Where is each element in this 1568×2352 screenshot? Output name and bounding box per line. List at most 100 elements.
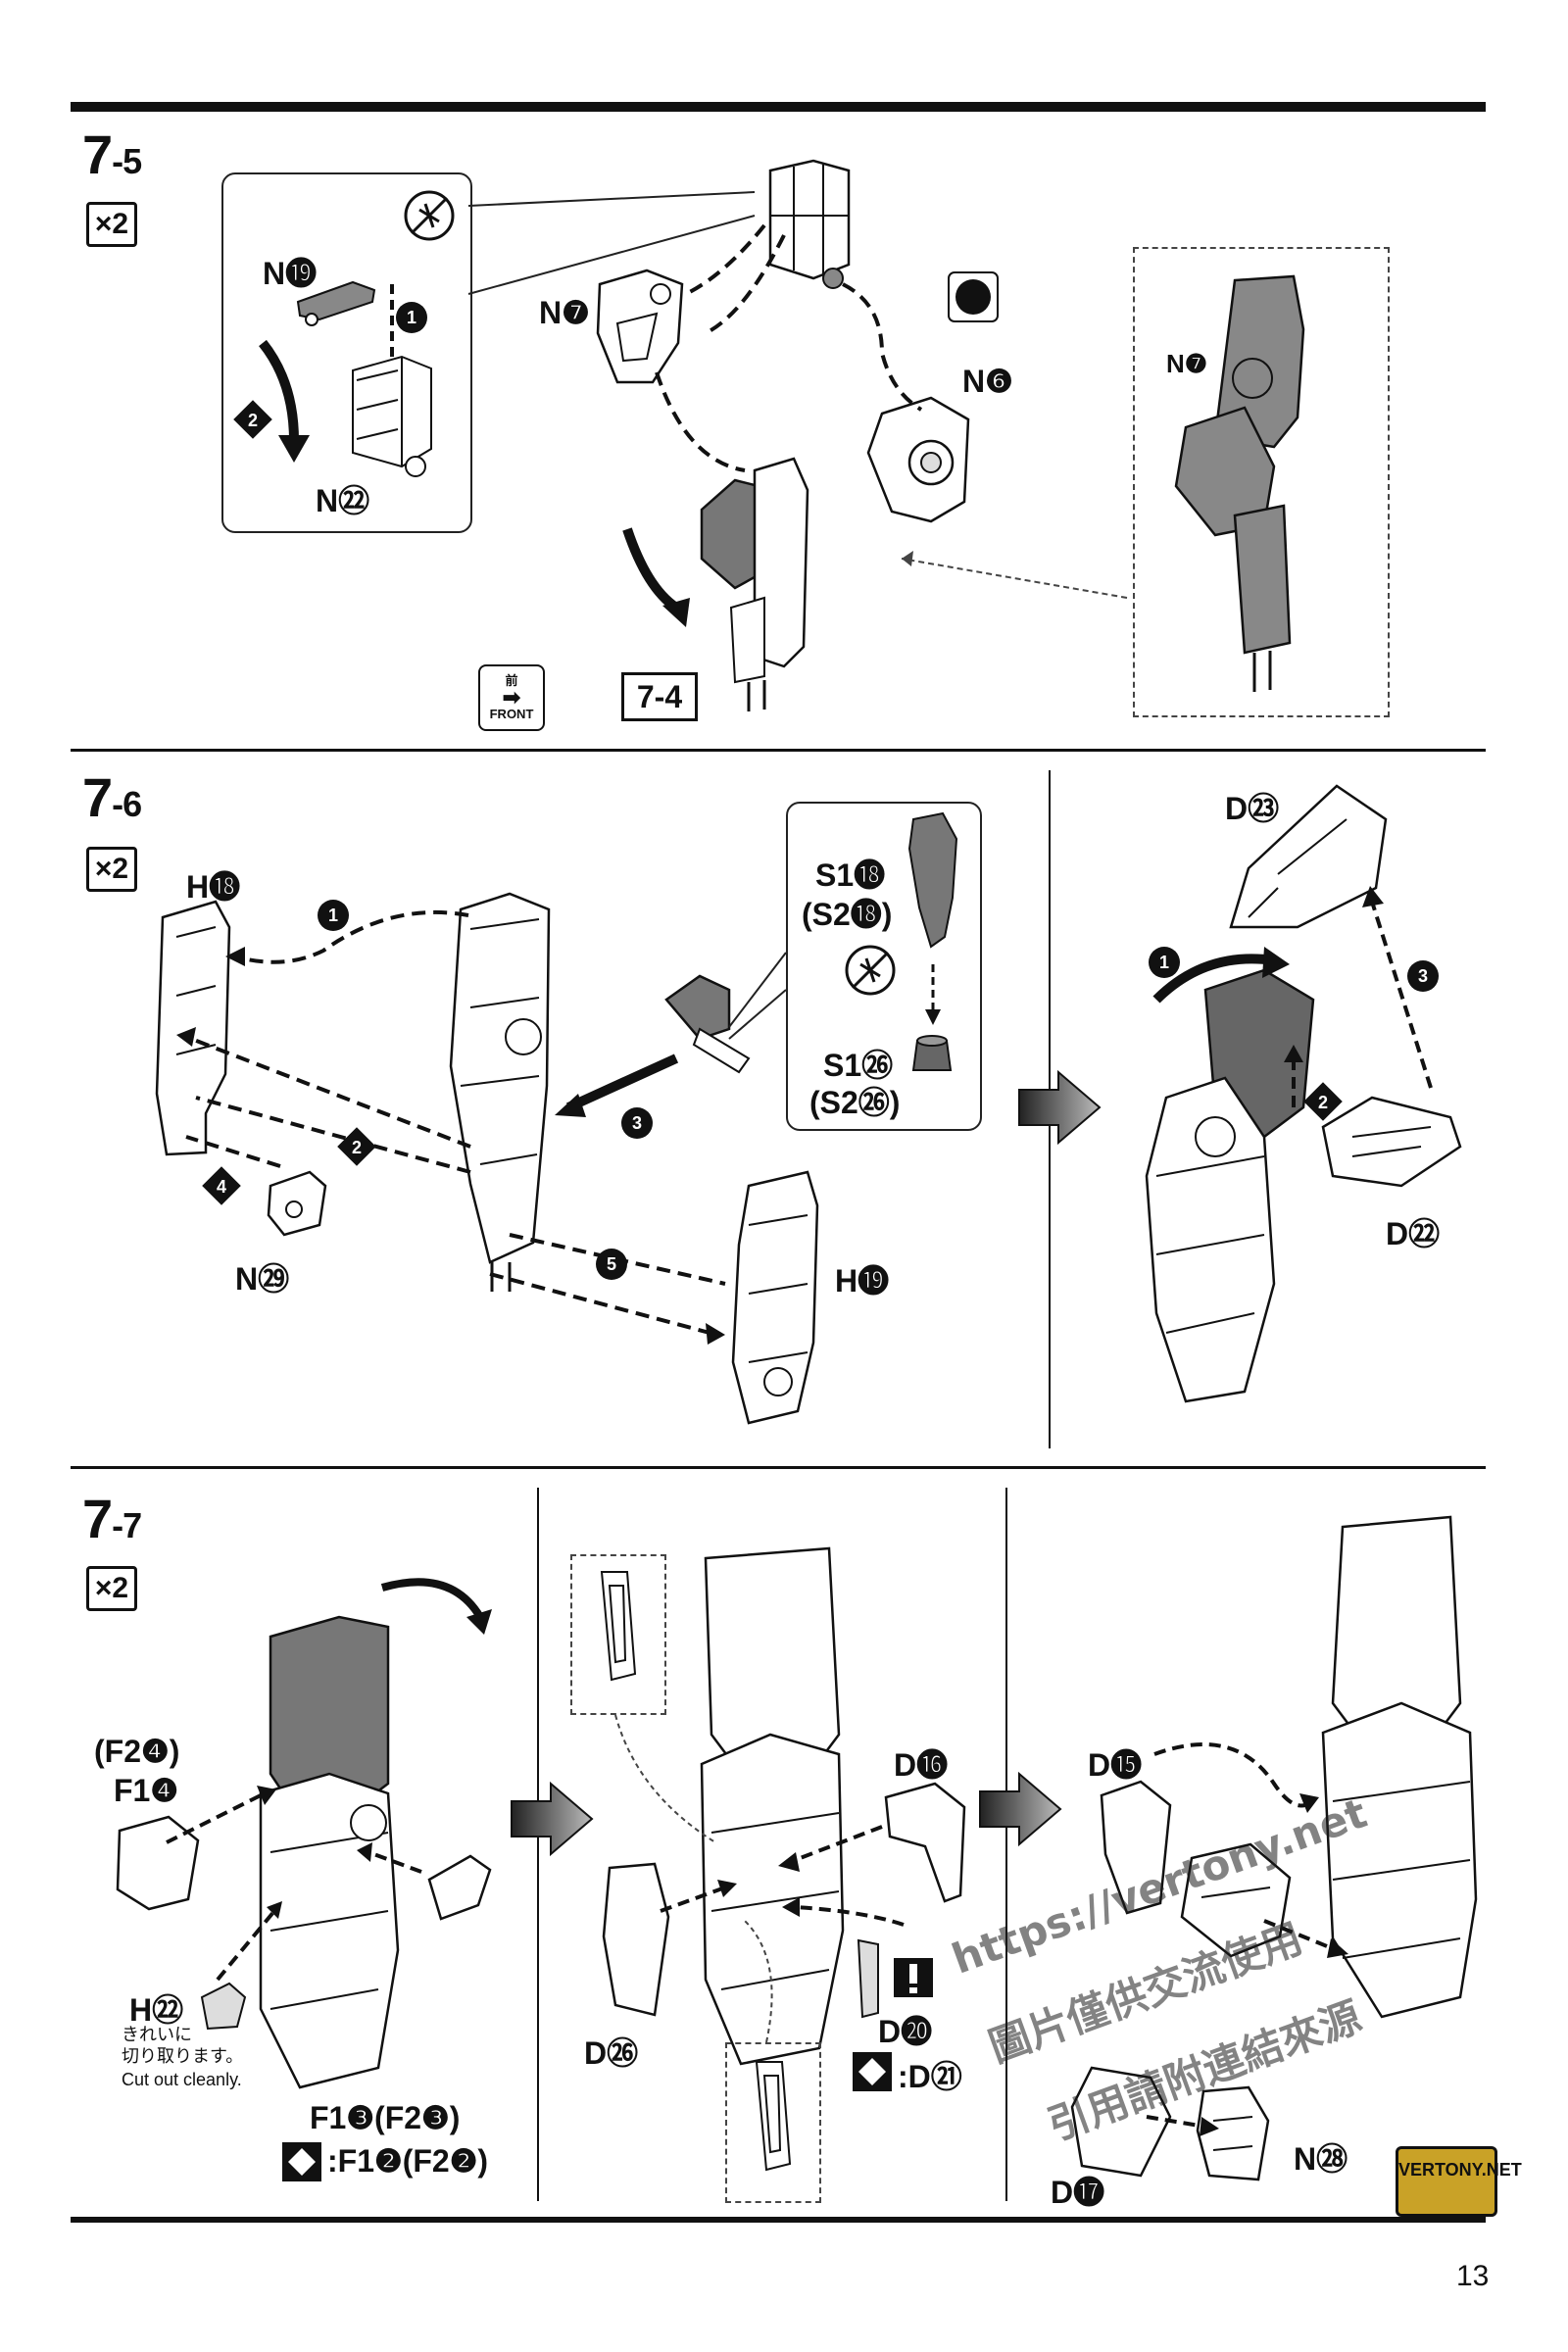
label-h22: H㉒ [129, 1992, 184, 2028]
label-s2-26: (S2㉖) [809, 1085, 901, 1120]
step7-left-arrows [166, 1578, 492, 1982]
step6-number-badges: 1 2 3 4 5 [202, 900, 653, 1280]
label-d22: D㉒ [1386, 1216, 1441, 1251]
label-n6: N❻ [962, 364, 1013, 399]
step6-right-arrows: 1 2 3 [1149, 886, 1439, 1121]
multiplier-badge: ×2 [86, 847, 137, 892]
label-d15: D⓯ [1088, 1747, 1143, 1783]
label-s1-18: S1⓲ [815, 858, 886, 893]
step-number: 7 [82, 766, 113, 828]
cut-note-jp-1: きれいに [122, 2025, 192, 2044]
label-h19: H⓳ [835, 1263, 890, 1298]
arrow-step-2: 2 [233, 339, 310, 463]
part-h22 [200, 1982, 247, 2031]
part-assembled-leg [1145, 968, 1315, 1403]
badge-3: 3 [632, 1113, 642, 1133]
cut-note-en: Cut out cleanly. [122, 2070, 242, 2089]
label-n7: N❼ [539, 295, 590, 330]
label-d17: D⓱ [1051, 2175, 1105, 2210]
badge-b2: 2 [1318, 1093, 1328, 1112]
callout-leader-lines [467, 191, 756, 295]
next-arrow-3 [979, 1771, 1062, 1847]
badge-1: 1 [328, 906, 338, 925]
label-n7-detail: N❼ [1166, 349, 1208, 378]
step-subnumber: -7 [112, 1505, 142, 1545]
badge-2: 2 [352, 1138, 362, 1157]
label-s1-26: S1㉖ [823, 1048, 894, 1083]
top-rule [71, 102, 1486, 112]
part-n22 [352, 355, 432, 477]
inset-arrow-down [925, 964, 941, 1025]
part-d20 [857, 1938, 879, 2019]
label-alt-d21: :D㉑ [898, 2059, 962, 2094]
part-ankle-piece [664, 974, 751, 1074]
label-d26: D㉖ [584, 2035, 639, 2071]
label-f2-4: (F2❹) [94, 1734, 180, 1769]
vertony-logo: VERTONY.NET [1396, 2146, 1522, 2217]
detail-slot-bottom [755, 2061, 792, 2172]
label-h18: H⓲ [186, 869, 241, 905]
next-arrow-1 [1018, 1069, 1102, 1146]
part-n6 [866, 396, 970, 523]
warning-icon [894, 1958, 933, 1997]
assembly-dashed-paths [622, 223, 1128, 627]
part-h18 [155, 900, 231, 1156]
part-knee-armor [1180, 1842, 1292, 1958]
part-n7 [596, 269, 684, 384]
step7-right-arrows [1146, 1742, 1348, 2136]
label-n28: N㉘ [1294, 2141, 1348, 2177]
part-f1-3 [427, 1854, 492, 1921]
part-d16 [884, 1782, 966, 1903]
arrow-1-number: 1 [407, 308, 416, 327]
step-subnumber: -6 [112, 784, 142, 824]
part-final-assembly [1321, 1515, 1478, 2019]
label-d23: D㉓ [1225, 791, 1280, 826]
step-7-6-title: 7-6 [82, 770, 142, 825]
multiplier-badge: ×2 [86, 202, 137, 247]
part-n28 [1196, 2085, 1270, 2181]
multiplier-badge: ×2 [86, 1566, 137, 1611]
badge-b1: 1 [1159, 953, 1169, 972]
column-divider-step7-a [537, 1488, 539, 2201]
detail-assembly [1174, 274, 1305, 692]
detail-slot-top [600, 1571, 637, 1682]
part-d23 [1229, 784, 1388, 929]
part-d22 [1321, 1096, 1462, 1188]
part-n29 [267, 1170, 327, 1237]
front-text: FRONT [489, 707, 534, 721]
cut-note-jp-2: 切り取ります。 [122, 2046, 244, 2066]
no-cement-icon [845, 945, 896, 996]
black-fill-icon [948, 271, 999, 322]
badge-b3: 3 [1418, 966, 1428, 986]
front-direction-icon: 前 ➡ FRONT [478, 664, 545, 731]
step-number: 7 [82, 123, 113, 185]
ref-box-7-4: 7-4 [621, 672, 698, 721]
part-n19 [296, 280, 376, 326]
part-s1-18 [907, 811, 958, 949]
column-divider-step7-b [1005, 1488, 1007, 2201]
label-d20: D⓴ [878, 2014, 933, 2049]
detail-view-box [1133, 247, 1390, 717]
arrow-2-number: 2 [248, 411, 258, 430]
part-7-4-assembly [700, 457, 809, 711]
part-d15 [1100, 1780, 1172, 1915]
step-7-5-title: 7-5 [82, 127, 142, 182]
arrow-icon: ➡ [502, 685, 521, 710]
part-shin-cover [700, 1546, 845, 2066]
detail-box-bottom [725, 2042, 821, 2203]
label-alt-f1-2: :F1❷(F2❷) [327, 2143, 489, 2179]
detail-box-top [570, 1554, 666, 1715]
step7-middle-arrows [614, 1714, 905, 2043]
no-cement-icon [404, 190, 455, 241]
alt-part-icon [853, 2052, 892, 2091]
section-divider-2 [71, 1466, 1486, 1469]
part-h19 [731, 1170, 819, 1425]
inset-leader [728, 952, 787, 1040]
part-d26 [602, 1862, 670, 2017]
label-d16: D⓰ [894, 1747, 949, 1783]
next-arrow-2 [511, 1781, 594, 1857]
label-s2-18: (S2⓲) [802, 897, 893, 932]
alt-part-icon [282, 2142, 321, 2181]
bottom-rule [71, 2217, 1486, 2223]
step-7-7-title: 7-7 [82, 1492, 142, 1546]
